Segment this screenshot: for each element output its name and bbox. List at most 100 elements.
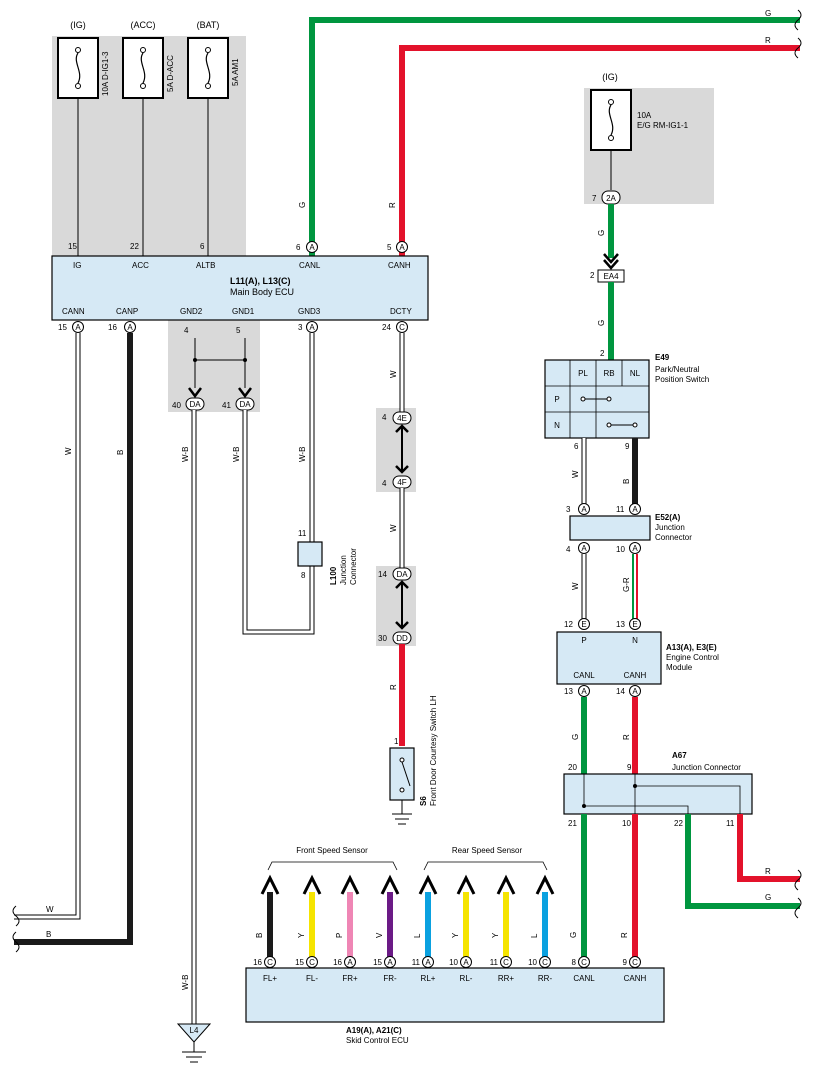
wire-color-label: L: [413, 933, 422, 938]
svg-text:W: W: [64, 447, 73, 455]
svg-text:13: 13: [564, 687, 573, 696]
svg-text:4: 4: [382, 413, 387, 422]
svg-text:22: 22: [674, 819, 683, 828]
pin-connector-id: C: [581, 958, 587, 967]
svg-text:Engine Control: Engine Control: [666, 653, 719, 662]
pin-connector-id: A: [347, 958, 353, 967]
wire-color-label: P: [335, 933, 344, 938]
svg-text:G: G: [597, 320, 606, 326]
junction-connector-l100: 11 8 L100 Junction Connector: [297, 529, 358, 585]
wire-color-label: L: [530, 933, 539, 938]
svg-text:G: G: [571, 734, 580, 740]
svg-text:Connector: Connector: [655, 533, 692, 542]
svg-text:ACC: ACC: [132, 261, 149, 270]
front-speed-sensor-label: Front Speed Sensor: [296, 846, 368, 855]
pin-connector-id: A: [425, 958, 431, 967]
sensor-arrow: [535, 874, 555, 895]
svg-text:7: 7: [592, 194, 597, 203]
svg-text:A: A: [581, 687, 587, 696]
svg-text:A13(A), E3(E): A13(A), E3(E): [666, 643, 717, 652]
svg-text:2: 2: [600, 349, 605, 358]
ecu-id: L11(A), L13(C): [230, 276, 291, 286]
svg-text:30: 30: [378, 634, 387, 643]
pin-connector: [306, 956, 318, 968]
svg-text:15: 15: [58, 323, 67, 332]
svg-text:W: W: [571, 582, 580, 590]
svg-text:NL: NL: [630, 369, 641, 378]
wire-color-label: R: [620, 932, 629, 938]
svg-text:A: A: [581, 505, 587, 514]
svg-text:6: 6: [200, 242, 205, 251]
wire-color-label: Y: [451, 932, 460, 938]
svg-text:5: 5: [387, 243, 392, 252]
pin-number: 16: [333, 958, 342, 967]
svg-text:GND3: GND3: [298, 307, 321, 316]
wire-b-canp: [14, 333, 133, 945]
pin-label: CANH: [624, 974, 647, 983]
fuse-rating: 5A D-ACC: [166, 55, 175, 92]
svg-text:15: 15: [68, 242, 77, 251]
svg-text:2: 2: [590, 271, 595, 280]
svg-text:RB: RB: [603, 369, 614, 378]
svg-text:41: 41: [222, 401, 231, 410]
fuse-rating: 5A AM1: [231, 58, 240, 86]
svg-text:GND2: GND2: [180, 307, 203, 316]
fuse-source-label: (BAT): [197, 20, 220, 30]
svg-text:CANN: CANN: [62, 307, 85, 316]
pin-connector: [384, 956, 396, 968]
svg-text:W-B: W-B: [181, 447, 190, 462]
pin-connector: [578, 956, 590, 968]
svg-text:R: R: [388, 202, 397, 208]
svg-text:P: P: [581, 636, 586, 645]
svg-text:A: A: [75, 323, 81, 332]
svg-text:13: 13: [616, 620, 625, 629]
skid-ecu-id: A19(A), A21(C): [346, 1026, 402, 1035]
svg-text:B: B: [116, 450, 125, 455]
pin-number: 10: [449, 958, 458, 967]
svg-text:L100: L100: [329, 566, 338, 585]
sensor-arrow: [380, 874, 400, 895]
dcty-wire: W 4 4E 4 4F W 14 DA 30 DD R: [378, 333, 412, 746]
junction-connector-e52: 3 A 11 A E52(A) Junction Connector 4 A 1…: [566, 503, 692, 554]
svg-text:14: 14: [616, 687, 625, 696]
svg-text:Module: Module: [666, 663, 693, 672]
pin-number: 15: [295, 958, 304, 967]
svg-text:10: 10: [622, 819, 631, 828]
svg-text:2A: 2A: [606, 194, 616, 203]
rear-speed-sensor-label: Rear Speed Sensor: [452, 846, 523, 855]
fuse-d-ig1-3: (IG) 10A D-IG1-3: [57, 20, 110, 99]
svg-text:W: W: [571, 470, 580, 478]
engine-control-module: 12 E 13 E P N CANL CANH A13(A), E3(E) En…: [556, 618, 719, 697]
wire-r-canh-top: [399, 45, 800, 256]
svg-text:11: 11: [616, 505, 625, 514]
svg-text:Junction Connector: Junction Connector: [672, 763, 741, 772]
pin-label: FR-: [383, 974, 397, 983]
svg-text:E: E: [632, 620, 637, 629]
pin-connector: [539, 956, 551, 968]
svg-text:20: 20: [568, 763, 577, 772]
svg-text:24: 24: [382, 323, 391, 332]
svg-text:G: G: [765, 9, 771, 18]
svg-text:16: 16: [108, 323, 117, 332]
wire-color-label: Y: [491, 932, 500, 938]
svg-text:3: 3: [298, 323, 303, 332]
svg-text:A: A: [309, 243, 315, 252]
svg-text:W: W: [389, 524, 398, 532]
svg-text:4: 4: [382, 479, 387, 488]
sensor-arrow: [418, 874, 438, 895]
svg-text:CANL: CANL: [573, 671, 595, 680]
fuse-eg-rm-ig1-1: (IG) 10A E/G RM-IG1-1: [590, 72, 689, 190]
svg-text:22: 22: [130, 242, 139, 251]
svg-text:4: 4: [184, 326, 189, 335]
svg-text:Position Switch: Position Switch: [655, 375, 709, 384]
front-door-courtesy-switch-s6: 1 S6 Front Door Courtesy Switch LH: [389, 695, 438, 825]
sensor-arrow: [260, 874, 280, 895]
svg-text:A: A: [632, 687, 638, 696]
pin-label: RR+: [498, 974, 515, 983]
svg-text:W: W: [389, 370, 398, 378]
pin-number: 16: [253, 958, 262, 967]
svg-text:R: R: [622, 734, 631, 740]
pin-label: RL-: [460, 974, 473, 983]
svg-text:N: N: [632, 636, 638, 645]
svg-text:G: G: [298, 202, 307, 208]
